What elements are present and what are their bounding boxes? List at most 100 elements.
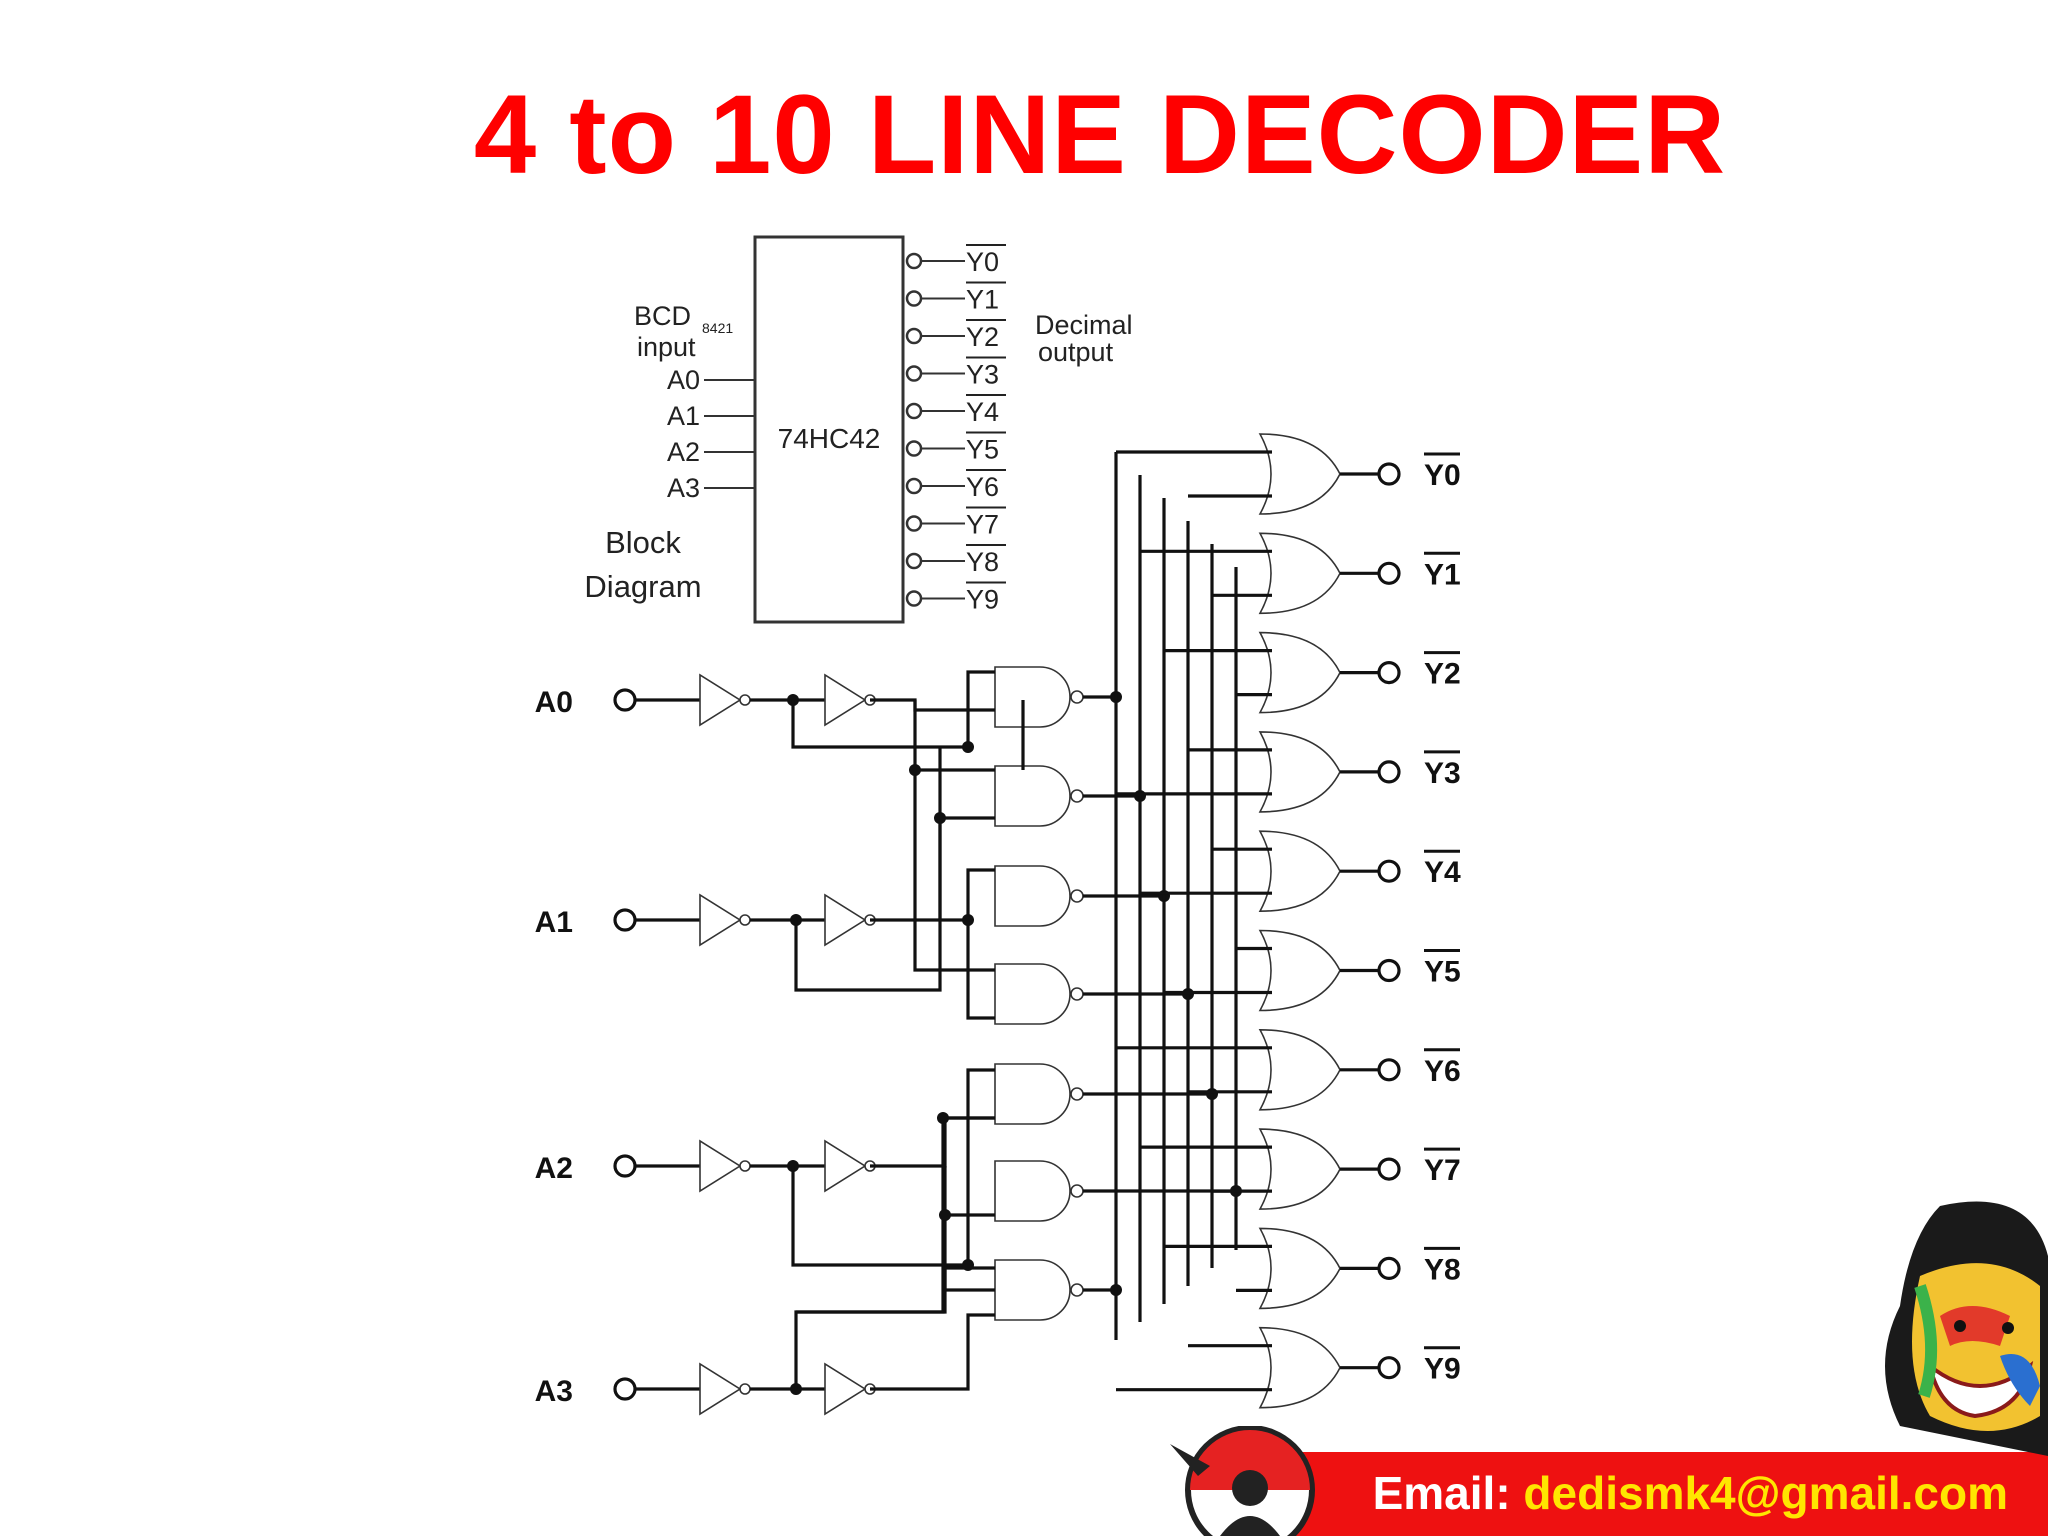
footer-email: Email: dedismk4@gmail.com <box>1373 1466 2008 1520</box>
output-terminal <box>1377 1157 1401 1181</box>
nand-input-wire <box>943 1166 995 1217</box>
nand-bubble <box>1070 987 1084 1001</box>
inverter <box>824 1362 867 1416</box>
circuit-output-label: Y5 <box>1424 956 1461 989</box>
circuit-input-label: A2 <box>535 1152 573 1185</box>
nand-input-wire <box>794 818 942 992</box>
circuit-output-label: Y7 <box>1424 1154 1461 1187</box>
nand-input-wire <box>870 868 995 922</box>
block-output-label: Y6 <box>966 472 999 502</box>
block-output-label: Y1 <box>966 285 999 315</box>
nand-input-wire <box>870 698 995 712</box>
block-output-label: Y8 <box>966 547 999 577</box>
nand-gate <box>994 1160 1071 1222</box>
inverter <box>824 1139 867 1193</box>
output-terminal <box>1377 1256 1401 1281</box>
slide-title: 4 to 10 LINE DECODER <box>473 72 1727 197</box>
inverter <box>699 1139 742 1193</box>
output-bubble <box>905 327 923 345</box>
block-output-label: Y7 <box>966 510 999 540</box>
block-caption: Diagram <box>584 569 701 604</box>
circuit-output-label: Y8 <box>1424 1253 1461 1286</box>
chip-body <box>753 235 905 624</box>
nand-input-wire <box>966 920 995 1020</box>
inverter-bubble <box>739 1383 751 1395</box>
or-gate <box>1258 1028 1341 1111</box>
inverter-bubble <box>739 914 751 926</box>
circuit-output-label: Y6 <box>1424 1055 1461 1088</box>
nand-input-wire <box>870 1116 995 1168</box>
nand-input-wire <box>794 1266 995 1389</box>
output-terminal <box>1377 958 1401 983</box>
junction-dot <box>934 812 946 824</box>
nand-bubble <box>1070 1087 1084 1101</box>
inverter <box>824 893 867 947</box>
block-output-label: Y5 <box>966 435 999 465</box>
or-gate <box>1258 433 1341 515</box>
output-bubble <box>905 290 923 307</box>
nand-gate <box>994 1259 1071 1321</box>
nand-bubble <box>1070 690 1084 704</box>
email-label: Email: <box>1372 1467 1524 1519</box>
or-gate <box>1258 532 1341 615</box>
inverter <box>824 673 867 727</box>
nand-bubble <box>1070 1283 1084 1297</box>
email-address: dedismk4@gmail.com <box>1523 1467 2008 1519</box>
nand-bubble <box>1070 1184 1084 1198</box>
block-output-label: Y2 <box>966 322 999 352</box>
or-gate <box>1258 1326 1341 1409</box>
nand-gate <box>994 963 1071 1025</box>
footer-bar <box>1248 1452 2048 1536</box>
block-output-label: Y0 <box>966 247 999 277</box>
output-bubble <box>905 477 923 495</box>
junction-dot <box>909 764 921 776</box>
or-gate <box>1258 631 1341 714</box>
block-output-label: Y4 <box>966 397 999 427</box>
output-terminal <box>1377 760 1401 784</box>
or-gate <box>1258 731 1341 813</box>
nand-gate <box>994 765 1071 827</box>
inverter-bubble <box>739 694 751 706</box>
decimal-output-label: output <box>1038 337 1114 367</box>
chip-label: 74HC42 <box>778 423 881 454</box>
nand-gate <box>994 666 1071 728</box>
inverter <box>699 893 742 947</box>
output-terminal <box>1377 859 1401 883</box>
junction-dot <box>937 1112 949 1124</box>
output-bubble <box>905 552 923 570</box>
circuit-output-label: Y9 <box>1424 1353 1461 1386</box>
block-input-label: A3 <box>667 473 700 503</box>
block-input-label: A1 <box>667 401 700 431</box>
output-terminal <box>1377 660 1401 685</box>
nand-input-wire <box>870 1313 995 1391</box>
bcd-subscript: 8421 <box>702 320 733 336</box>
output-bubble <box>905 252 923 270</box>
block-output-label: Y3 <box>966 360 999 390</box>
decimal-output-label: Decimal <box>1035 310 1133 340</box>
inverter <box>699 1362 742 1416</box>
output-bubble <box>905 515 923 532</box>
nand-bubble <box>1070 889 1084 903</box>
nand-gate <box>994 1063 1071 1125</box>
junction-dot <box>962 741 974 753</box>
logo-badge-icon <box>1170 1426 1315 1536</box>
nand-input-wire <box>913 770 995 972</box>
nand-input-wire <box>943 1215 995 1292</box>
circuit-input-label: A3 <box>535 1375 573 1408</box>
circuit-output-label: Y3 <box>1424 757 1461 790</box>
output-terminal <box>1377 1058 1401 1082</box>
inverter <box>699 673 742 727</box>
junction-dot <box>962 914 974 926</box>
nand-input-wire <box>938 747 995 820</box>
output-terminal <box>1377 561 1401 585</box>
junction-dot <box>962 1259 974 1271</box>
input-terminal <box>613 908 637 932</box>
output-bubble <box>905 402 923 420</box>
output-bubble <box>905 590 923 607</box>
circuit-input-label: A1 <box>535 906 573 939</box>
bcd-label: BCD <box>634 301 691 331</box>
output-bubble <box>905 440 923 457</box>
